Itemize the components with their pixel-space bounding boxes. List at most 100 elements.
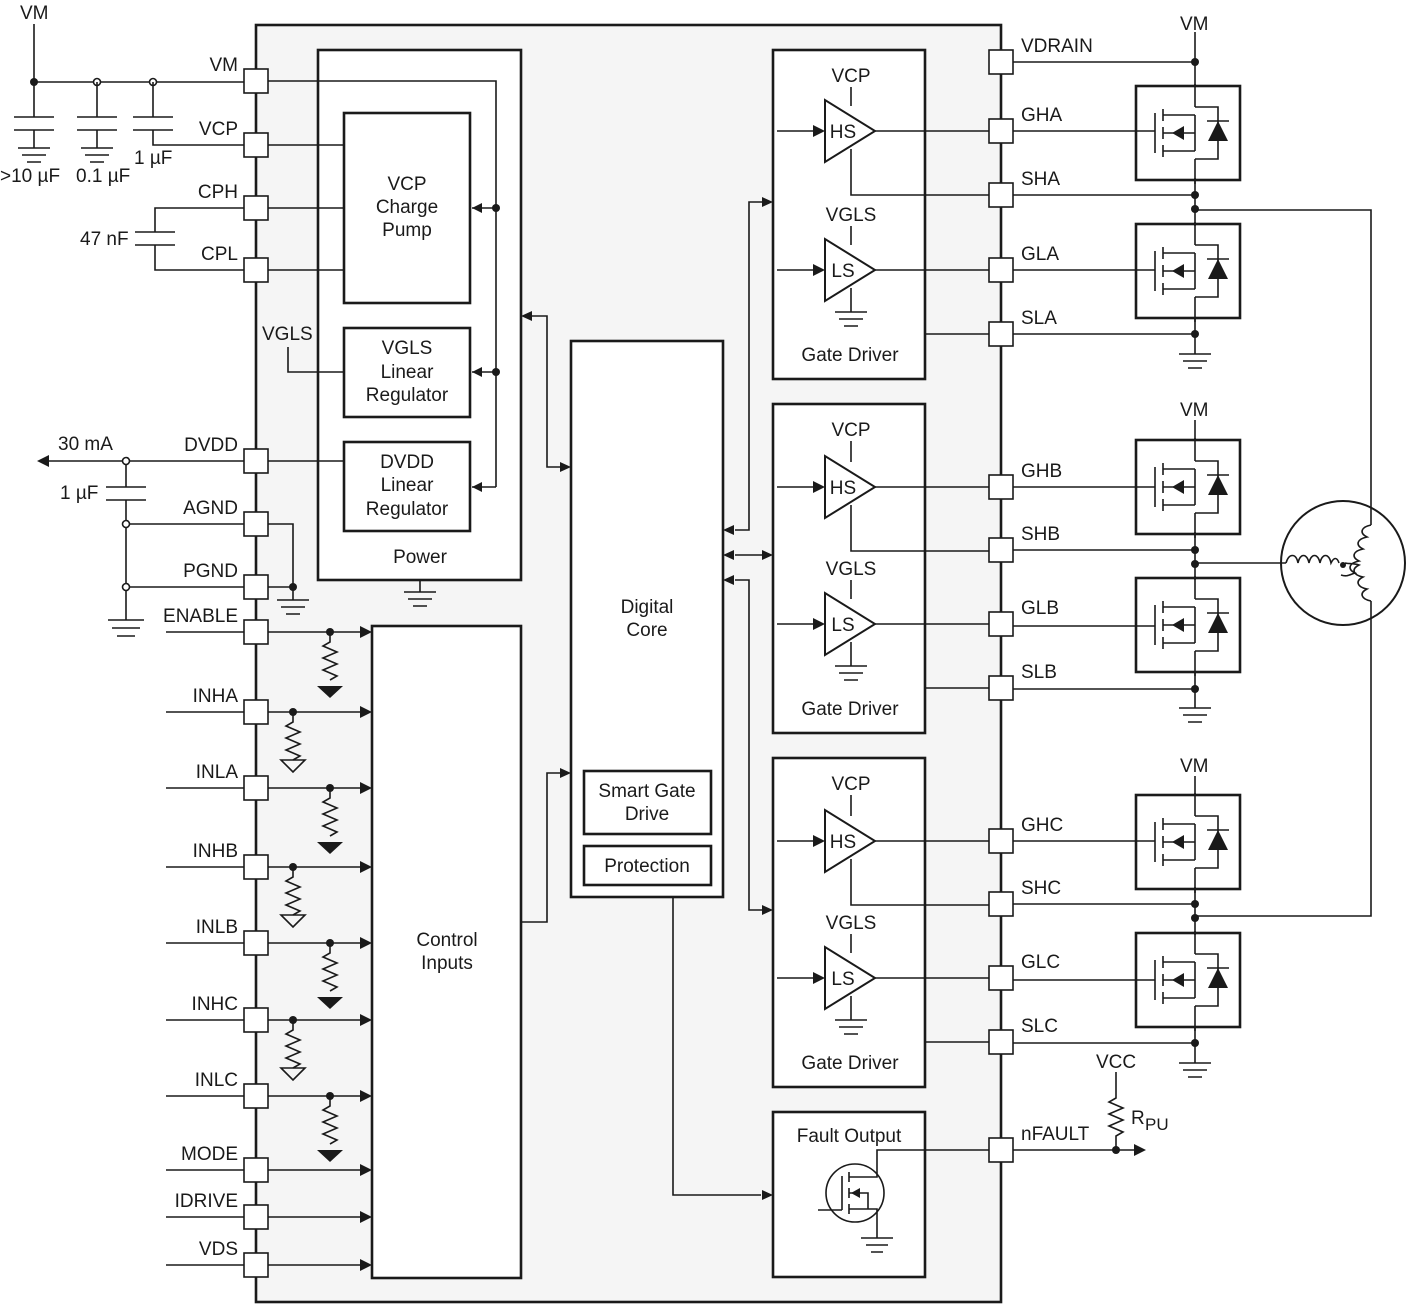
vm-supply-label-left: VM	[20, 3, 49, 24]
vm-supply-label-top: VM	[1180, 14, 1209, 35]
pin-vdrain	[988, 49, 1014, 75]
vm-supply-label-b: VM	[1180, 400, 1209, 421]
pin-mode	[243, 1157, 269, 1183]
control-inputs-label-1: Control	[416, 930, 477, 951]
protection-block	[582, 844, 713, 887]
vcc-label: VCC	[1096, 1052, 1136, 1073]
cap-label-01uf: 0.1 µF	[76, 166, 130, 187]
cap-label-1uf-vcp: 1 µF	[134, 148, 172, 169]
pin-vm	[243, 68, 269, 94]
charge-pump-label-2: Charge	[376, 197, 438, 218]
pin-inhb	[243, 854, 269, 880]
pin-label-shb: SHB	[1021, 524, 1060, 545]
pin-label-inlb: INLB	[196, 917, 238, 938]
pin-ghb	[988, 474, 1014, 500]
pin-nfault	[988, 1137, 1014, 1163]
pin-shb	[988, 537, 1014, 563]
pin-label-cph: CPH	[198, 182, 238, 203]
pin-label-gha: GHA	[1021, 105, 1063, 126]
vcp-label: VCP	[831, 66, 870, 87]
pin-label-dvdd: DVDD	[184, 435, 238, 456]
gate-driver-title: Gate Driver	[801, 345, 899, 366]
digital-core-label-1: Digital	[621, 597, 674, 618]
vgls-external-label: VGLS	[262, 324, 313, 345]
pin-label-shc: SHC	[1021, 878, 1061, 899]
pin-label-cpl: CPL	[201, 244, 238, 265]
pin-vcp	[243, 132, 269, 158]
vgls-regulator-label-1: VGLS	[382, 338, 433, 359]
vgls-regulator-label-3: Regulator	[366, 385, 449, 406]
pin-gha	[988, 118, 1014, 144]
pin-label-inha: INHA	[193, 686, 239, 707]
pin-glb	[988, 611, 1014, 637]
smart-gate-drive-block	[582, 769, 713, 836]
pin-label-vcp: VCP	[199, 119, 238, 140]
pin-label-inhb: INHB	[193, 841, 238, 862]
pin-gla	[988, 257, 1014, 283]
gate-driver-block-b	[771, 402, 927, 735]
control-inputs-block	[370, 624, 523, 1280]
vgls-label: VGLS	[826, 913, 877, 934]
pin-label-sla: SLA	[1021, 308, 1057, 329]
pin-label-inlc: INLC	[195, 1070, 238, 1091]
pin-glc	[988, 965, 1014, 991]
rpu-subscript: PU	[1145, 1115, 1169, 1134]
gate-driver-block-a	[771, 48, 927, 381]
pin-inhc	[243, 1007, 269, 1033]
ls-label: LS	[831, 261, 854, 282]
vcp-label: VCP	[831, 420, 870, 441]
charge-pump-block	[342, 111, 472, 305]
protection-label: Protection	[604, 856, 690, 877]
pin-inla	[243, 775, 269, 801]
pin-label-mode: MODE	[181, 1144, 238, 1165]
pin-label-ghc: GHC	[1021, 815, 1063, 836]
pin-slc	[988, 1029, 1014, 1055]
pin-label-pgnd: PGND	[183, 561, 238, 582]
pin-agnd	[243, 511, 269, 537]
hs-label: HS	[830, 478, 856, 499]
control-inputs-label-2: Inputs	[421, 953, 473, 974]
gate-driver-block-c	[771, 756, 927, 1089]
cap-label-1uf-dvdd: 1 µF	[60, 483, 98, 504]
pin-sla	[988, 321, 1014, 347]
gate-driver-title: Gate Driver	[801, 699, 899, 720]
fault-output-label: Fault Output	[797, 1126, 902, 1147]
pin-label-agnd: AGND	[183, 498, 238, 519]
smart-gate-drive-label-1: Smart Gate	[598, 781, 695, 802]
pin-label-inla: INLA	[196, 762, 239, 783]
cap-label-10uf: >10 µF	[0, 166, 60, 187]
charge-pump-label-3: Pump	[382, 220, 432, 241]
ls-label: LS	[831, 615, 854, 636]
pin-label-slb: SLB	[1021, 662, 1057, 683]
dvdd-load-label: 30 mA	[58, 434, 113, 455]
dvdd-regulator-label-2: Linear	[381, 475, 434, 496]
pin-cph	[243, 195, 269, 221]
digital-core-label-2: Core	[626, 620, 667, 641]
pin-inlc	[243, 1083, 269, 1109]
pin-label-enable: ENABLE	[163, 606, 238, 627]
pin-label-slc: SLC	[1021, 1016, 1058, 1037]
pin-ghc	[988, 828, 1014, 854]
pin-pgnd	[243, 574, 269, 600]
pin-label-gla: GLA	[1021, 244, 1059, 265]
pin-sha	[988, 182, 1014, 208]
hs-label: HS	[830, 122, 856, 143]
cap-label-47nf: 47 nF	[80, 229, 129, 250]
pin-label-inhc: INHC	[192, 994, 238, 1015]
vgls-label: VGLS	[826, 205, 877, 226]
vgls-regulator-label-2: Linear	[381, 362, 434, 383]
pin-label-glc: GLC	[1021, 952, 1060, 973]
pin-label-sha: SHA	[1021, 169, 1060, 190]
vgls-label: VGLS	[826, 559, 877, 580]
ls-label: LS	[831, 969, 854, 990]
pin-vds	[243, 1252, 269, 1278]
pin-label-vdrain: VDRAIN	[1021, 36, 1093, 57]
charge-pump-label-1: VCP	[387, 174, 426, 195]
pin-cpl	[243, 257, 269, 283]
power-block-title: Power	[393, 547, 448, 568]
pin-slb	[988, 675, 1014, 701]
vm-supply-label-c: VM	[1180, 756, 1209, 777]
pin-label-glb: GLB	[1021, 598, 1059, 619]
gate-driver-title: Gate Driver	[801, 1053, 899, 1074]
